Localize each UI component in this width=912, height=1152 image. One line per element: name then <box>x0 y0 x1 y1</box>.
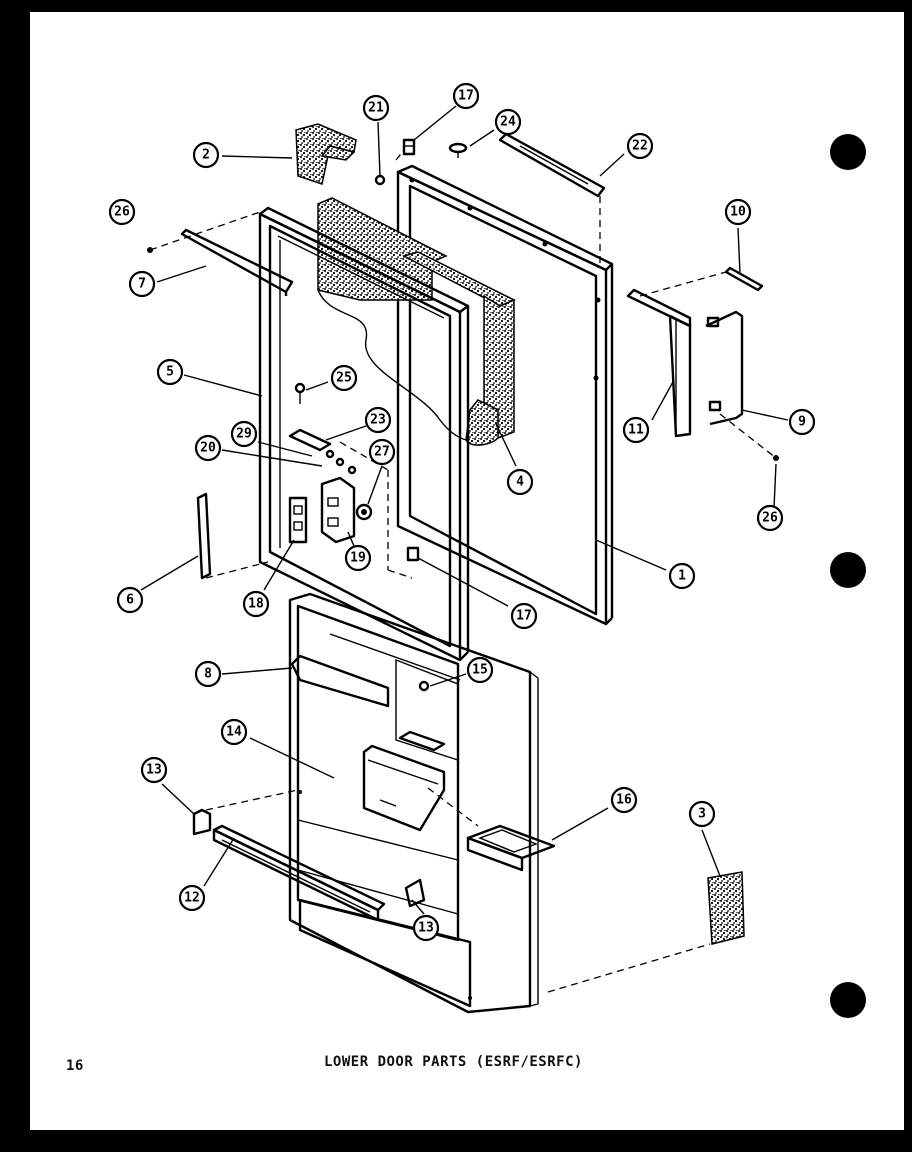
part-14-dispenser-plate <box>362 744 446 832</box>
svg-text:1: 1 <box>678 569 686 584</box>
callout-17a: 17 <box>452 82 480 110</box>
page-caption: LOWER DOOR PARTS (ESRF/ESRFC) <box>324 1054 583 1070</box>
svg-text:13: 13 <box>418 921 434 936</box>
callout-7: 7 <box>128 270 156 298</box>
callout-6: 6 <box>116 586 144 614</box>
svg-text:7: 7 <box>138 277 146 292</box>
part-8-lower-door-liner <box>288 592 539 1014</box>
svg-text:27: 27 <box>374 445 390 460</box>
part-13-clips <box>192 808 426 908</box>
part-2-hinge-cap <box>295 123 357 185</box>
svg-text:20: 20 <box>200 441 216 456</box>
callout-19: 19 <box>344 544 372 572</box>
callout-29: 29 <box>230 420 258 448</box>
callout-12: 12 <box>178 884 206 912</box>
part-16-drip-tray <box>466 824 556 872</box>
svg-text:23: 23 <box>370 413 386 428</box>
svg-text:13: 13 <box>146 763 162 778</box>
svg-text:11: 11 <box>628 423 644 438</box>
part-12-bottom-trim <box>212 824 386 922</box>
page-number: 16 <box>66 1058 84 1074</box>
svg-text:19: 19 <box>350 551 366 566</box>
svg-text:24: 24 <box>500 115 516 130</box>
callout-13b: 13 <box>412 914 440 942</box>
leader-lines <box>140 105 789 915</box>
svg-text:6: 6 <box>126 593 134 608</box>
svg-text:17: 17 <box>458 89 474 104</box>
part-5-door-gasket-frame <box>258 206 470 662</box>
svg-text:26: 26 <box>114 205 130 220</box>
part-18-hinge-block <box>288 496 308 544</box>
svg-text:9: 9 <box>798 415 806 430</box>
handle-bracket-assembly <box>626 266 764 438</box>
callout-13a: 13 <box>140 756 168 784</box>
hinge-assembly <box>288 382 373 544</box>
callout-26b: 26 <box>756 504 784 532</box>
callout-24: 24 <box>494 108 522 136</box>
callout-22: 22 <box>626 132 654 160</box>
part-4-foam-insulation <box>317 197 516 446</box>
svg-text:22: 22 <box>632 139 648 154</box>
callout-11: 11 <box>622 416 650 444</box>
part-1-door-outer-panel <box>396 164 614 626</box>
svg-text:5: 5 <box>166 365 174 380</box>
svg-text:16: 16 <box>616 793 632 808</box>
callout-1: 1 <box>668 562 696 590</box>
callout-27: 27 <box>368 438 396 466</box>
binder-hole-middle <box>830 552 866 588</box>
part-22-top-rail <box>498 132 606 198</box>
svg-text:12: 12 <box>184 891 200 906</box>
callout-9: 9 <box>788 408 816 436</box>
callout-16: 16 <box>610 786 638 814</box>
svg-text:2: 2 <box>202 148 210 163</box>
svg-text:17: 17 <box>516 609 532 624</box>
svg-text:10: 10 <box>730 205 746 220</box>
callout-14: 14 <box>220 718 248 746</box>
part-6-side-strip <box>196 492 212 580</box>
callout-23: 23 <box>364 406 392 434</box>
callout-4: 4 <box>506 468 534 496</box>
svg-text:25: 25 <box>336 371 352 386</box>
callout-2: 2 <box>192 141 220 169</box>
svg-text:18: 18 <box>248 597 264 612</box>
assembly-lines <box>149 149 777 993</box>
top-hardware <box>147 138 779 461</box>
callout-3: 3 <box>688 800 716 828</box>
svg-text:8: 8 <box>204 667 212 682</box>
callout-8: 8 <box>194 660 222 688</box>
callout-26a: 26 <box>108 198 136 226</box>
callout-18: 18 <box>242 590 270 618</box>
callout-10: 10 <box>724 198 752 226</box>
svg-text:14: 14 <box>226 725 242 740</box>
svg-text:29: 29 <box>236 427 252 442</box>
binder-hole-bottom <box>830 982 866 1018</box>
svg-text:4: 4 <box>516 475 524 490</box>
part-7-top-channel <box>180 228 294 296</box>
callout-25: 25 <box>330 364 358 392</box>
parts-sheet: 1 2 3 4 5 6 7 8 9 10 11 12 13 13 14 15 1… <box>30 12 904 1130</box>
callout-5: 5 <box>156 358 184 386</box>
binder-hole-top <box>830 134 866 170</box>
part-3-insulation-strip <box>707 871 745 945</box>
part-17-lower-bushing <box>406 546 420 562</box>
callout-20: 20 <box>194 434 222 462</box>
exploded-view-diagram: 1 2 3 4 5 6 7 8 9 10 11 12 13 13 14 15 1… <box>108 82 816 1014</box>
callout-15: 15 <box>466 656 494 684</box>
svg-text:21: 21 <box>368 101 384 116</box>
svg-text:15: 15 <box>472 663 488 678</box>
svg-text:26: 26 <box>762 511 778 526</box>
callout-17b: 17 <box>510 602 538 630</box>
svg-text:3: 3 <box>698 807 706 822</box>
part-15-screw <box>398 680 446 752</box>
callout-21: 21 <box>362 94 390 122</box>
